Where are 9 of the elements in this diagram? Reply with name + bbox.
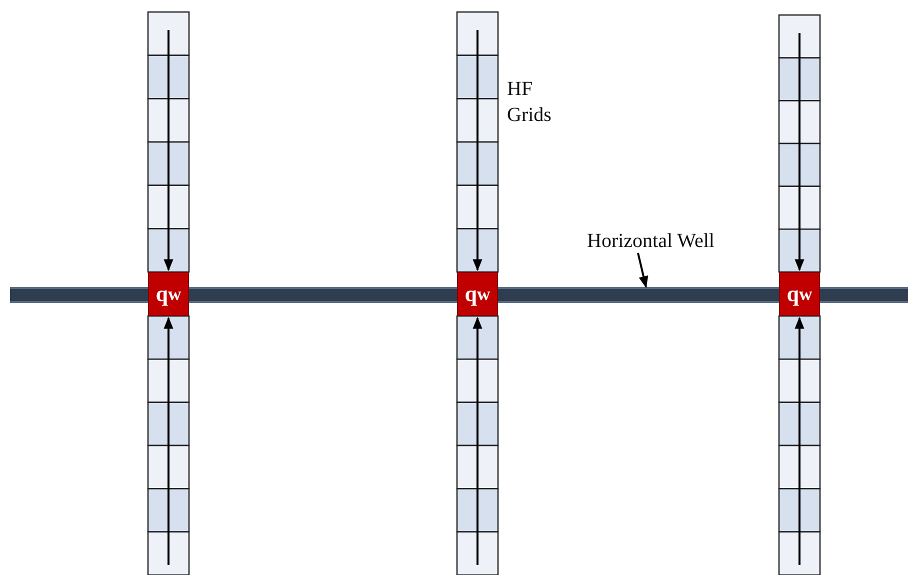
leader-line — [637, 252, 648, 288]
flow-arrow — [164, 30, 174, 272]
grid-label: HF Grids — [507, 77, 552, 128]
flow-arrow — [164, 316, 174, 565]
flow-arrow — [794, 316, 804, 565]
flow-arrow — [794, 33, 804, 272]
flow-arrow — [472, 30, 482, 272]
well-label: Horizontal Well — [587, 228, 737, 254]
flow-arrow — [472, 316, 482, 565]
